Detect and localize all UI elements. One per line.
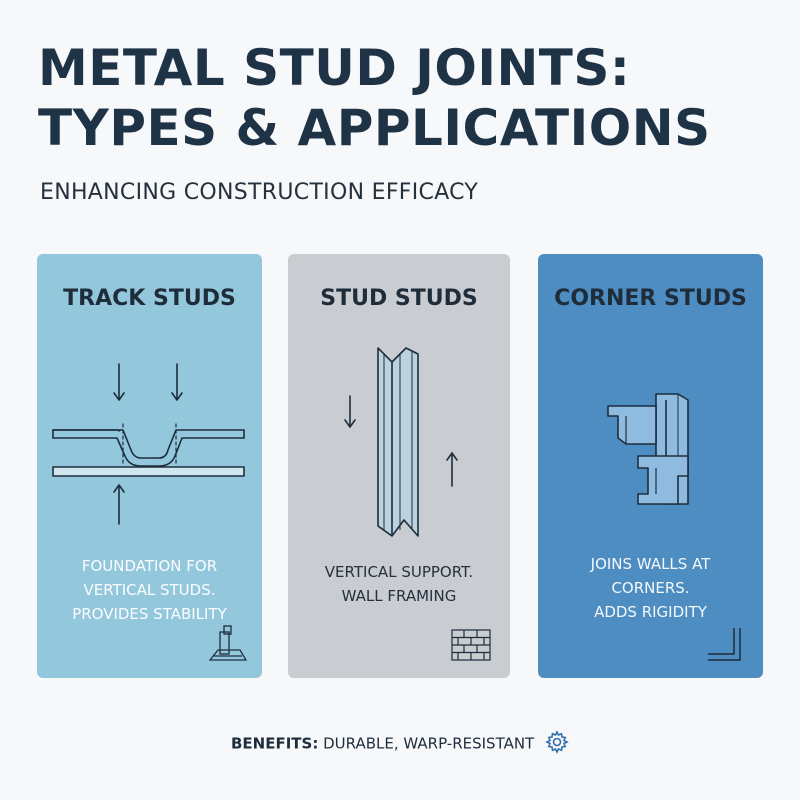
- foundation-icon: [208, 625, 248, 661]
- card-description: FOUNDATION FOR VERTICAL STUDS. PROVIDES …: [37, 554, 262, 626]
- stud-diagram: [344, 347, 491, 661]
- card-title: STUD STUDS: [320, 286, 478, 311]
- card-track-studs: TRACK STUDS: [37, 254, 262, 678]
- benefits-footer: BENEFITS: DURABLE, WARP-RESISTANT: [0, 730, 800, 756]
- card-corner-studs: CORNER STUDS JOINS WALLS AT CORNERS. ADD…: [538, 254, 763, 678]
- desc-line-3: PROVIDES STABILITY: [72, 605, 227, 623]
- card-description: VERTICAL SUPPORT. WALL FRAMING: [288, 560, 510, 608]
- card-description: JOINS WALLS AT CORNERS. ADDS RIGIDITY: [538, 552, 763, 624]
- title-line-1: METAL STUD JOINTS:: [38, 39, 631, 97]
- title-line-2: TYPES & APPLICATIONS: [38, 99, 711, 157]
- card-title: TRACK STUDS: [63, 286, 236, 311]
- desc-line-3: ADDS RIGIDITY: [594, 603, 707, 621]
- benefits-text: DURABLE, WARP-RESISTANT: [323, 734, 535, 753]
- desc-line-2: VERTICAL STUDS.: [83, 581, 216, 599]
- corner-stud-diagram: [607, 393, 741, 661]
- brick-wall-icon: [451, 629, 491, 661]
- desc-line-1: VERTICAL SUPPORT.: [324, 563, 474, 581]
- desc-line-1: FOUNDATION FOR: [81, 557, 218, 575]
- subtitle: ENHANCING CONSTRUCTION EFFICACY: [40, 180, 479, 205]
- desc-line-2: CORNERS.: [611, 579, 690, 597]
- card-title: CORNER STUDS: [554, 286, 747, 311]
- gear-icon: [545, 730, 569, 754]
- track-stud-diagram: [52, 363, 248, 661]
- page-title: METAL STUD JOINTS: TYPES & APPLICATIONS: [38, 38, 778, 158]
- desc-line-2: WALL FRAMING: [341, 587, 457, 605]
- benefits-label: BENEFITS:: [230, 734, 319, 753]
- corner-icon: [708, 628, 741, 661]
- card-stud-studs: STUD STUDS VERTICAL SUPPORT.: [288, 254, 510, 678]
- desc-line-1: JOINS WALLS AT: [590, 555, 711, 573]
